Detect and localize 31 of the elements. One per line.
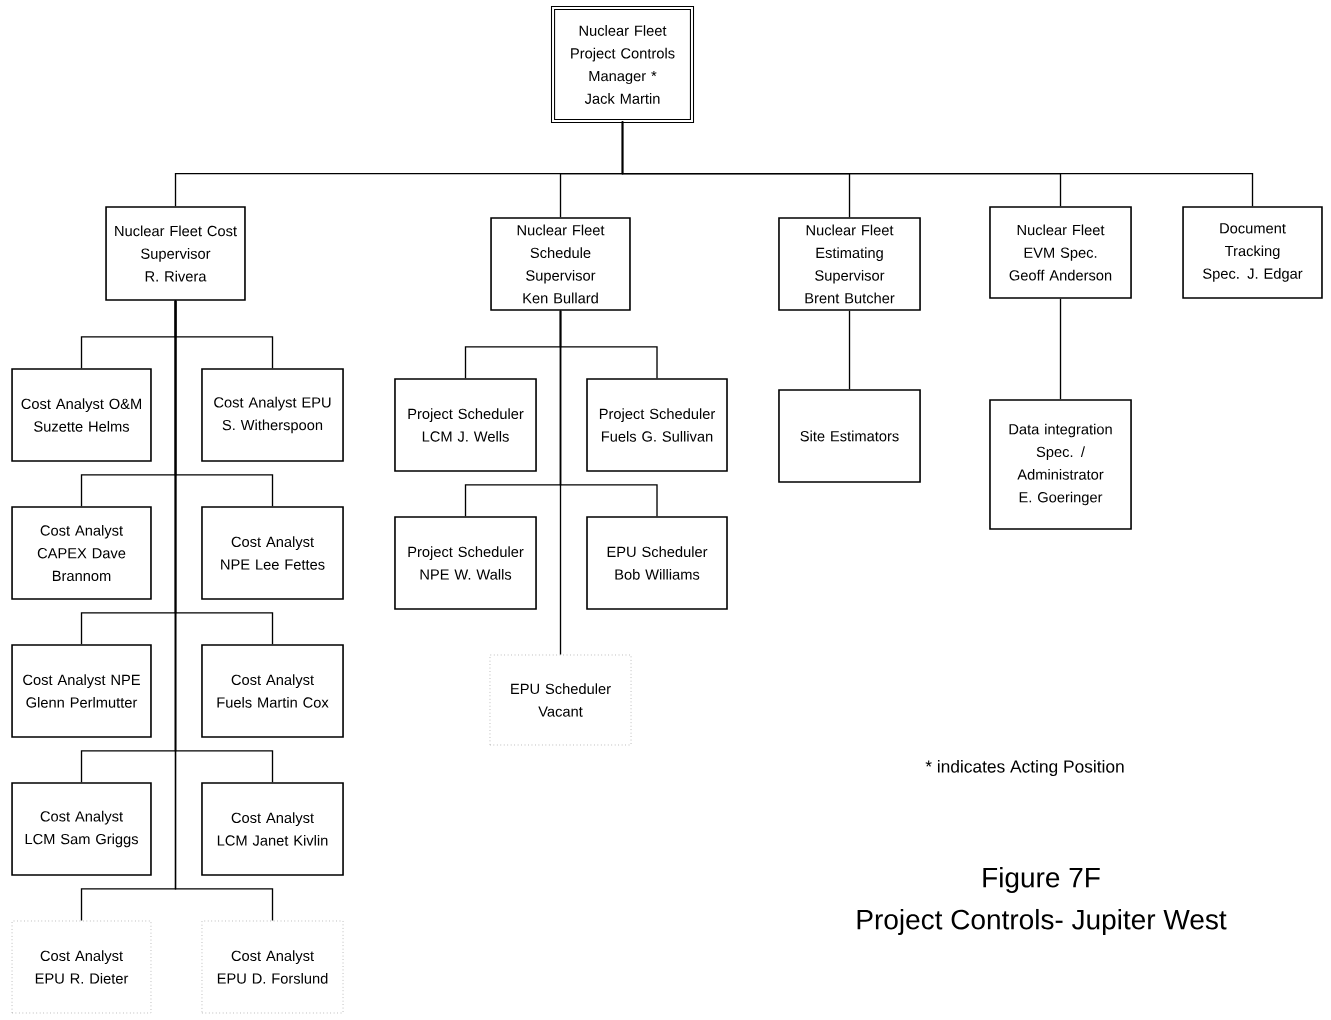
connector-line (174, 300, 274, 922)
org-box: Site Estimators (778, 389, 921, 483)
org-box: Project Scheduler NPE W. Walls (394, 516, 537, 610)
connector-line (559, 310, 562, 656)
figure-caption: Project Controls- Jupiter West (857, 908, 1227, 936)
org-box: Nuclear Fleet Schedule Supervisor Ken Bullard (490, 217, 631, 311)
connector-line (1059, 298, 1062, 400)
org-box: Cost Analyst Fuels Martin Cox (201, 644, 344, 738)
note-text: * indicates Acting Position (925, 759, 1124, 777)
connector-line (848, 310, 851, 390)
org-box: Data integration Spec. / Administrator E. Goeringer (989, 399, 1132, 530)
org-box: Cost Analyst LCM Sam Griggs (11, 782, 152, 876)
org-box: Nuclear Fleet Project Controls Manager * Jack Martin (550, 5, 695, 124)
org-box: Cost Analyst EPU D. Forslund (201, 920, 344, 1014)
org-box: EPU Scheduler Bob Williams (586, 516, 728, 610)
org-box: Project Scheduler LCM J. Wells (394, 378, 537, 472)
org-box: Nuclear Fleet Cost Supervisor R. Rivera (105, 206, 246, 301)
org-box: Nuclear Fleet EVM Spec. Geoff Anderson (989, 206, 1132, 299)
org-box: Project Scheduler Fuels G. Sullivan (586, 378, 728, 472)
org-box: EPU Scheduler Vacant (489, 654, 632, 746)
org-box: Nuclear Fleet Estimating Supervisor Brent Butcher (778, 217, 921, 311)
org-box: Cost Analyst LCM Janet Kivlin (201, 782, 344, 876)
connector-line (621, 120, 1254, 207)
figure-title: Figure 7F (983, 866, 1100, 894)
org-box: Cost Analyst CAPEX Dave Brannom (11, 506, 152, 600)
org-box: Cost Analyst EPU R. Dieter (11, 920, 152, 1014)
org-box: Cost Analyst NPE Lee Fettes (201, 506, 344, 600)
org-box: Cost Analyst O&M Suzette Helms (11, 368, 152, 462)
org-box: Cost Analyst EPU S. Witherspoon (201, 368, 344, 462)
org-box: Document Tracking Spec. J. Edgar (1182, 206, 1323, 299)
org-box: Cost Analyst NPE Glenn Perlmutter (11, 644, 152, 738)
